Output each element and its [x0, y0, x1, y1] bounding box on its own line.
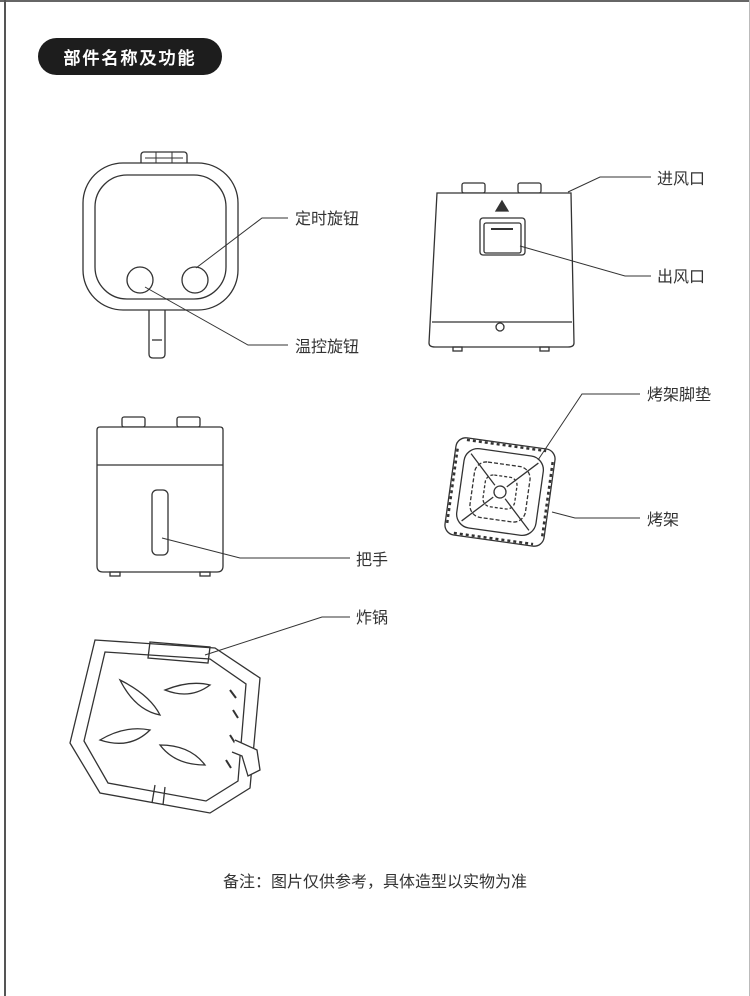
label-temp-knob: 温控旋钮 — [295, 337, 360, 356]
label-air-outlet: 出风口 — [657, 267, 706, 286]
label-rack-feet: 烤架脚垫 — [647, 385, 712, 404]
pot-illustration — [69, 639, 261, 814]
label-timer-knob: 定时旋钮 — [295, 209, 360, 228]
temp-knob-shape — [126, 266, 154, 294]
label-handle: 把手 — [356, 550, 389, 569]
label-rack: 烤架 — [647, 510, 680, 529]
front-view-illustration — [96, 416, 224, 577]
footnote: 备注：图片仅供参考，具体造型以实物为准 — [222, 872, 527, 891]
label-air-inlet: 进风口 — [657, 169, 706, 188]
page-border-left — [4, 0, 6, 996]
timer-knob-shape — [181, 266, 209, 294]
page-border-top — [0, 0, 750, 2]
top-view-illustration — [82, 151, 239, 359]
rack-illustration — [444, 437, 556, 547]
section-title: 部件名称及功能 — [38, 38, 222, 75]
label-pot: 炸锅 — [356, 608, 389, 627]
back-view-illustration — [428, 182, 575, 352]
leader-lines — [144, 176, 651, 656]
